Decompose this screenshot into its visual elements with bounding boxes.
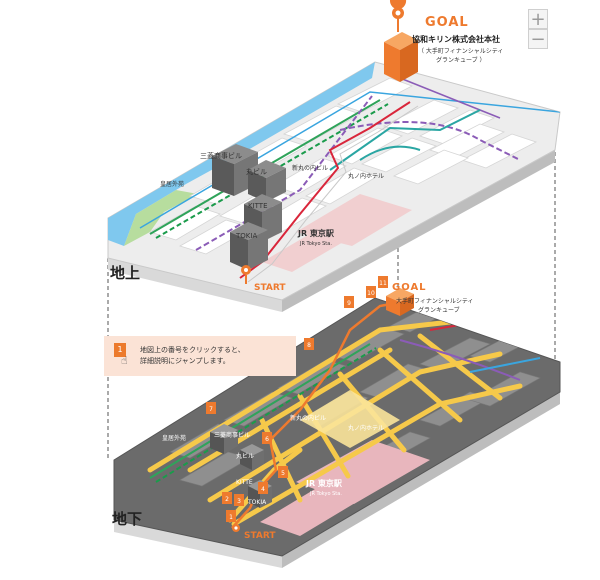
label-maru-below: 丸ビル: [236, 452, 254, 460]
label-hotel-above: 丸ノ内ホテル: [348, 172, 384, 180]
label-kitte-below: KITTE: [236, 479, 253, 486]
label-maru-above: 丸ビル: [246, 167, 267, 176]
goal-building-above[interactable]: [384, 0, 418, 82]
svg-text:2: 2: [225, 496, 229, 503]
svg-text:10: 10: [367, 290, 375, 297]
zoom-in-button[interactable]: +: [528, 9, 548, 29]
marker-9[interactable]: 9: [344, 296, 354, 308]
label-mitsubishi-above: 三菱商事ビル: [200, 151, 242, 160]
goal-label-below: GOAL: [392, 282, 427, 293]
label-tokia-above: TOKIA: [235, 232, 257, 240]
marker-11[interactable]: 11: [378, 276, 388, 288]
label-moat-below: 皇居外苑: [162, 434, 186, 442]
start-pin-above[interactable]: [241, 265, 251, 284]
goal-building-under-line2: グランキューブ: [418, 307, 460, 314]
svg-text:8: 8: [307, 342, 311, 349]
label-moat-above: 皇居外苑: [160, 180, 184, 188]
goal-building-name-below: 大手町フィナンシャルシティ グランキューブ: [396, 296, 474, 314]
hint-text: 地図上の番号をクリックすると、 詳細説明にジャンプします。: [140, 345, 245, 367]
label-shinmaru-below: 新丸の内ビル: [290, 414, 326, 422]
hint-box: 1 ☝ 地図上の番号をクリックすると、 詳細説明にジャンプします。: [104, 336, 296, 376]
underground-map[interactable]: 1 2 3 4 5 6 7 8 9 10 11 三菱商事ビル 丸ビル 新丸の内ビ…: [113, 276, 561, 568]
marker-3[interactable]: 3: [234, 494, 244, 506]
pointer-hand-icon: ☝: [121, 354, 128, 367]
zoom-out-button[interactable]: −: [528, 29, 548, 49]
svg-text:4: 4: [261, 486, 265, 493]
marker-2[interactable]: 2: [222, 492, 232, 504]
start-pin-below[interactable]: [232, 524, 240, 532]
label-mitsubishi-below: 三菱商事ビル: [214, 431, 250, 439]
hint-line-1: 地図上の番号をクリックすると、: [140, 346, 245, 354]
svg-text:1: 1: [229, 514, 233, 521]
svg-text:11: 11: [379, 280, 387, 287]
svg-text:6: 6: [265, 436, 269, 443]
marker-5[interactable]: 5: [278, 466, 288, 478]
goal-building-under-line1: 大手町フィナンシャルシティ: [396, 298, 474, 305]
hint-line-2: 詳細説明にジャンプします。: [140, 357, 230, 365]
svg-text:9: 9: [347, 300, 351, 307]
label-kitte-above: KITTE: [248, 202, 268, 210]
marker-1[interactable]: 1: [226, 510, 236, 522]
goal-company-name: 協和キリン株式会社本社: [412, 35, 500, 44]
marker-7[interactable]: 7: [206, 402, 216, 414]
start-label-below: START: [244, 531, 276, 541]
marker-8[interactable]: 8: [304, 338, 314, 350]
label-station-en-below: JR Tokyo Sta.: [309, 491, 342, 497]
label-hotel-below: 丸ノ内ホテル: [348, 424, 384, 432]
label-shinmaru-above: 新丸の内ビル: [292, 164, 328, 172]
label-station-below: JR 東京駅: [305, 478, 343, 488]
goal-building-name: （ 大手町フィナンシャルシティ グランキューブ ）: [418, 46, 503, 64]
level-label-above: 地上: [110, 264, 141, 282]
marker-6[interactable]: 6: [262, 432, 272, 444]
label-station-en-above: JR Tokyo Sta.: [299, 241, 332, 247]
number-marker-icon: 1: [114, 343, 126, 357]
marker-10[interactable]: 10: [366, 286, 376, 298]
goal-building-line2: グランキューブ ）: [435, 57, 486, 64]
goal-building-line1: （ 大手町フィナンシャルシティ: [418, 48, 504, 55]
level-label-below: 地下: [112, 510, 143, 528]
svg-text:3: 3: [237, 498, 241, 505]
above-ground-map[interactable]: 三菱商事ビル 丸ビル 新丸の内ビル KITTE TOKIA JR 東京駅 JR …: [107, 0, 561, 312]
marker-4[interactable]: 4: [258, 482, 268, 494]
svg-text:7: 7: [209, 406, 213, 413]
buildings-above: [212, 144, 286, 270]
route-markers[interactable]: 1 2 3 4 5 6 7 8 9 10 11: [206, 276, 388, 522]
goal-label-above: GOAL: [425, 15, 469, 30]
label-tokia-below: TOKIA: [247, 499, 267, 506]
svg-text:5: 5: [281, 470, 285, 477]
label-station-above: JR 東京駅: [297, 228, 335, 238]
start-label-above: START: [254, 283, 286, 293]
